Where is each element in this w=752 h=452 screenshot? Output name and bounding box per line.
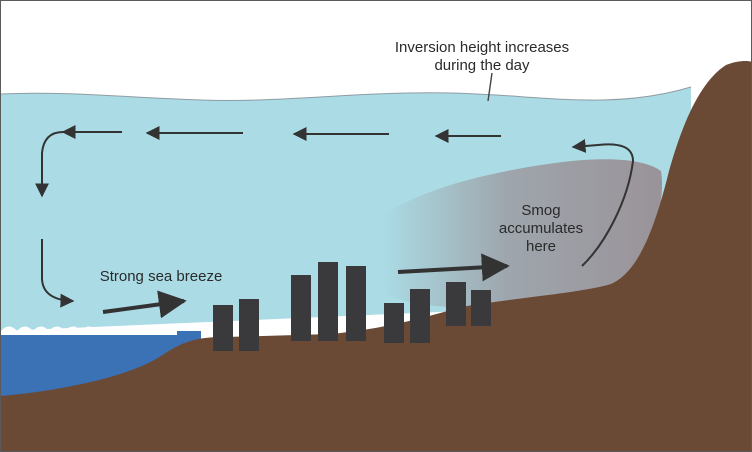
building [471,290,491,326]
building [346,266,366,341]
building [410,289,430,343]
building [239,299,259,351]
sea-breeze-arrow [397,253,510,282]
building [213,305,233,351]
building [291,275,311,341]
circulation-arrows [35,125,635,308]
sea-waves [1,326,177,335]
descending-flow-arrow [35,131,64,198]
smog-label-line2: accumulates [499,220,583,237]
building [318,262,338,341]
sea-breeze-arrow [102,290,187,319]
inversion-boundary-line [1,86,692,101]
inversion-label-line2: during the day [434,57,530,74]
smog-label-line1: Smog [521,202,560,219]
buildings [213,262,491,351]
inversion-label-line1: Inversion height increases [395,39,569,56]
sea-breeze-arrows [102,253,510,319]
land-hill [1,61,751,451]
rising-flow-arrow [571,139,635,267]
sea-breeze-label: Strong sea breeze [100,268,223,285]
surface-flow-arrow [41,239,75,308]
smog-label-line3: here [526,238,556,255]
building [446,282,466,326]
inversion-leader-line [487,72,493,102]
building [384,303,404,343]
